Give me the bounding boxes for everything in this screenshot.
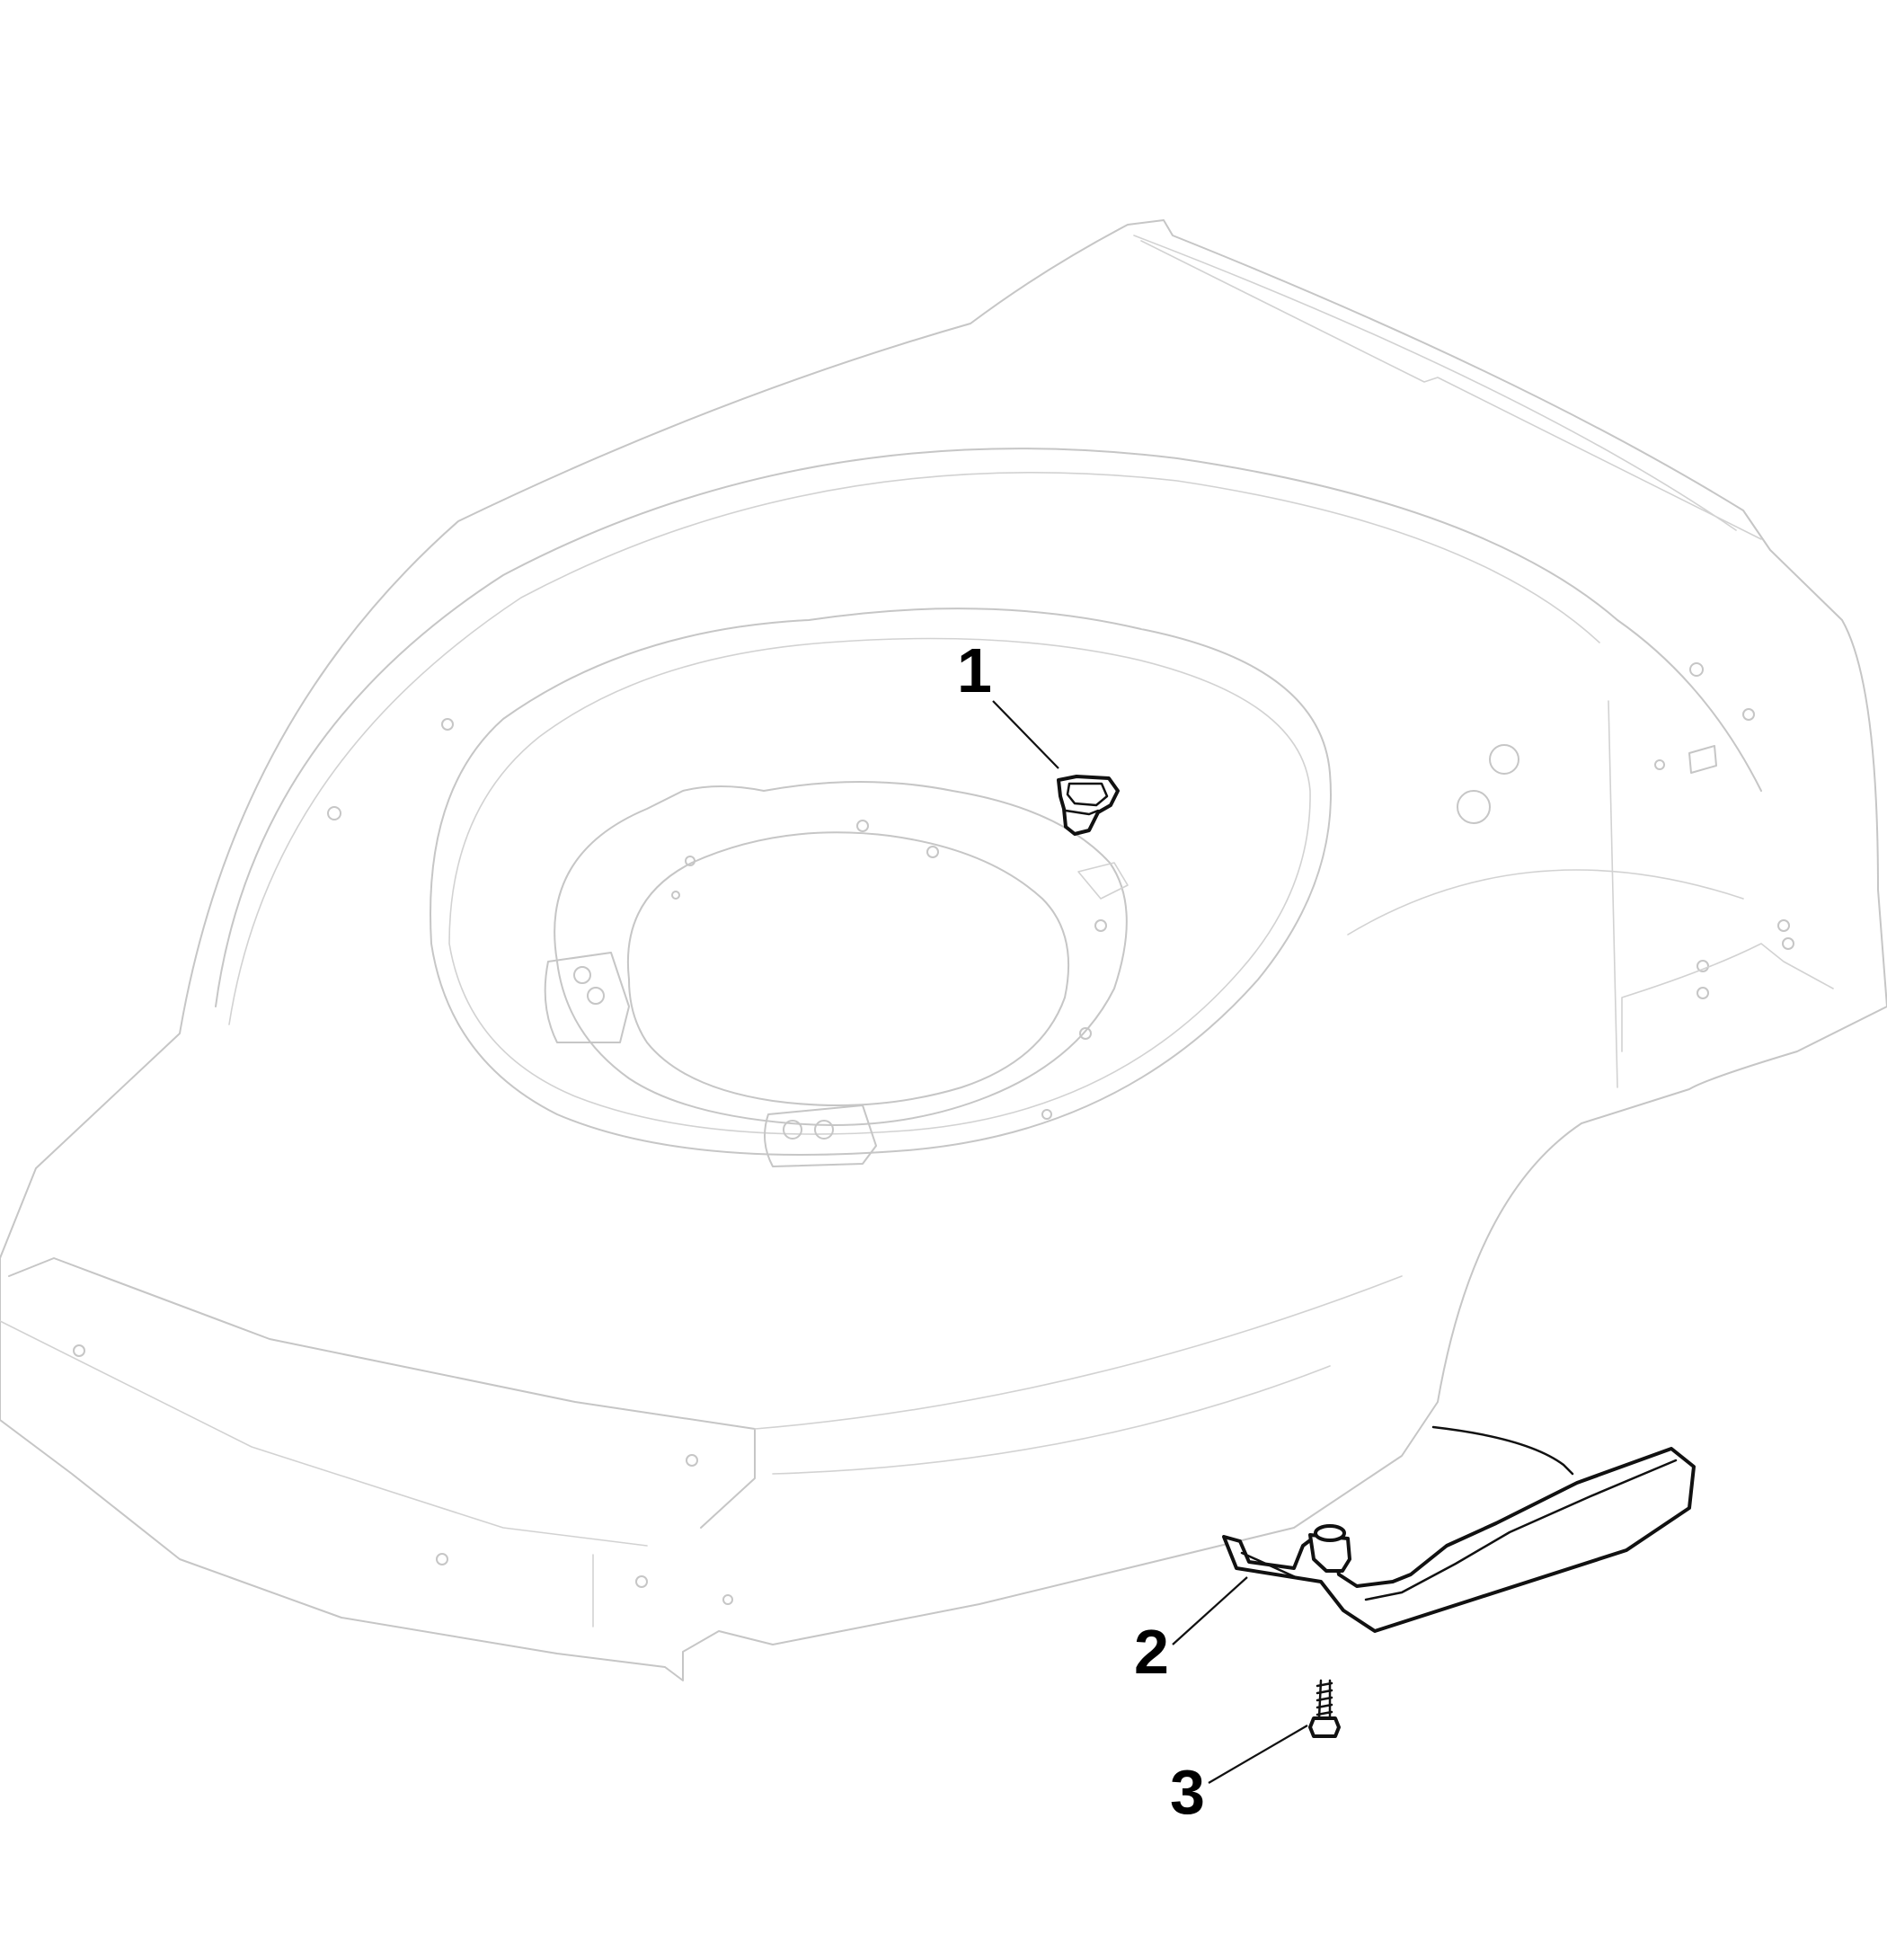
leader-line-2: [1172, 1576, 1248, 1645]
part-1-plug: [1057, 775, 1120, 836]
mower-deck-outline: [0, 219, 1887, 1681]
part-3-screw: [1308, 1679, 1341, 1738]
callout-1: 1: [957, 635, 992, 705]
callout-2: 2: [1134, 1617, 1169, 1687]
leader-line-3: [1208, 1725, 1308, 1784]
callout-3: 3: [1170, 1757, 1205, 1827]
leader-line-1: [992, 700, 1059, 769]
part-2-deflector: [1222, 1425, 1696, 1633]
